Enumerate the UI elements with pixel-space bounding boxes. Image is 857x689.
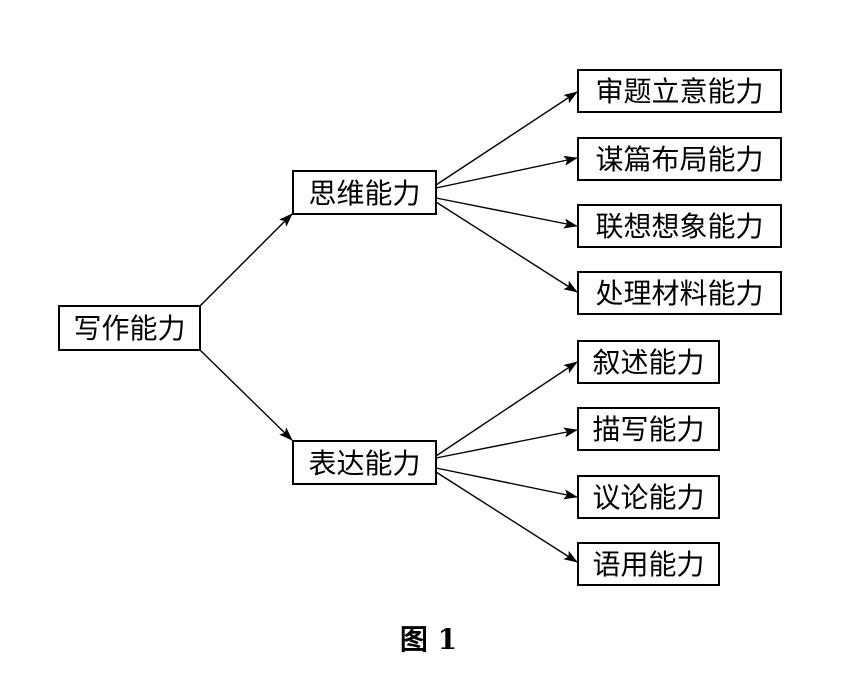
edge-expression-e4 <box>435 471 578 563</box>
svg-text:思维能力: 思维能力 <box>308 177 420 210</box>
edges <box>199 91 578 563</box>
edge-thinking-t1 <box>435 91 578 186</box>
svg-text:谋篇布局能力: 谋篇布局能力 <box>595 143 763 176</box>
svg-text:处理材料能力: 处理材料能力 <box>595 277 763 310</box>
edge-expression-e2 <box>435 427 578 459</box>
node-narration-ability: 叙述能力 <box>577 340 720 384</box>
node-review-topic-ability: 审题立意能力 <box>577 69 782 113</box>
svg-text:议论能力: 议论能力 <box>592 481 704 514</box>
node-writing-ability: 写作能力 <box>58 305 201 351</box>
svg-text:描写能力: 描写能力 <box>592 413 704 446</box>
svg-text:语用能力: 语用能力 <box>592 548 704 581</box>
edge-thinking-t2 <box>435 155 578 189</box>
svg-text:联想想象能力: 联想想象能力 <box>595 210 763 243</box>
edge-thinking-t3 <box>435 197 578 229</box>
figure-caption: 图 1 <box>399 623 458 656</box>
svg-text:写作能力: 写作能力 <box>73 312 185 345</box>
node-argument-ability: 议论能力 <box>577 475 720 519</box>
edge-expression-e3 <box>435 467 578 500</box>
node-expression-ability: 表达能力 <box>292 440 437 485</box>
edge-thinking-t4 <box>435 201 578 293</box>
svg-text:审题立意能力: 审题立意能力 <box>595 75 763 108</box>
node-association-ability: 联想想象能力 <box>577 204 782 248</box>
node-material-handling-ability: 处理材料能力 <box>577 271 782 315</box>
svg-text:叙述能力: 叙述能力 <box>592 346 704 379</box>
node-structure-ability: 谋篇布局能力 <box>577 137 782 181</box>
edge-expression-e1 <box>435 361 578 457</box>
node-thinking-ability: 思维能力 <box>292 170 437 215</box>
edge-root-thinking <box>199 213 293 307</box>
svg-text:表达能力: 表达能力 <box>308 447 420 480</box>
node-language-use-ability: 语用能力 <box>577 542 720 586</box>
node-description-ability: 描写能力 <box>577 407 720 451</box>
edge-root-expression <box>199 349 293 441</box>
